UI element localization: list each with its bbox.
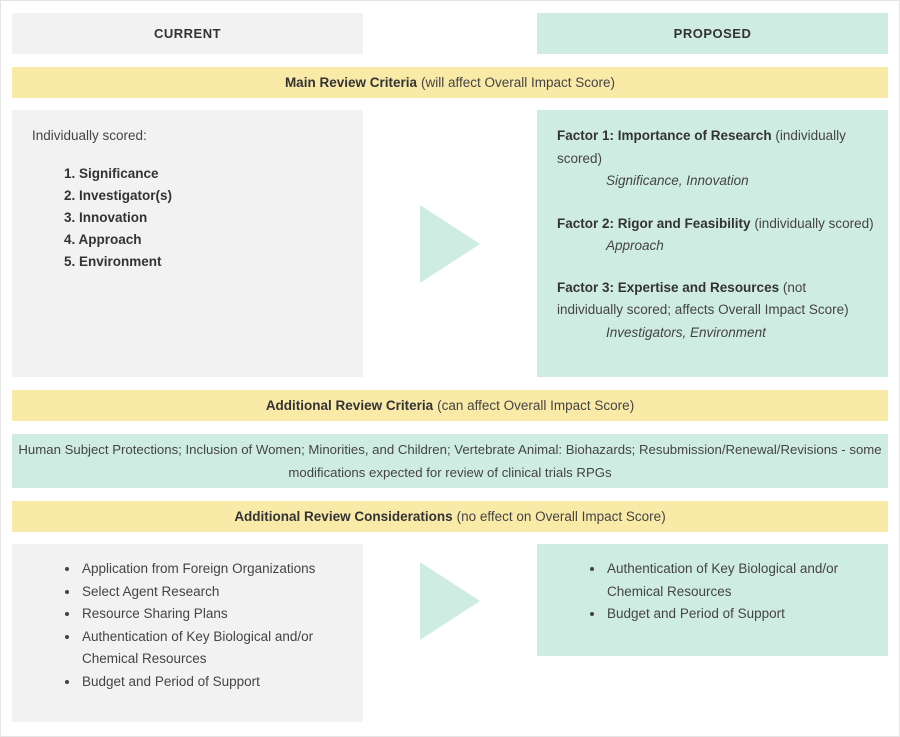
list-item: Resource Sharing Plans <box>80 603 323 626</box>
list-item: Authentication of Key Biological and/or … <box>80 626 323 671</box>
main-criteria-band: Main Review Criteria (will affect Overal… <box>12 67 888 98</box>
proposed-considerations-list: Authentication of Key Biological and/or … <box>587 558 848 626</box>
factor-3: Factor 3: Expertise and Resources (not i… <box>557 277 874 345</box>
factor-subcriteria: Investigators, Environment <box>606 324 766 340</box>
criterion-item: 5. Environment <box>64 253 162 269</box>
current-column-header: CURRENT <box>12 13 363 54</box>
factor-title: Factor 2: Rigor and Feasibility <box>557 215 751 231</box>
factor-title: Factor 3: Expertise and Resources <box>557 279 780 295</box>
main-criteria-title: Main Review Criteria <box>284 75 417 90</box>
additional-criteria-text: Human Subject Protections; Inclusion of … <box>18 442 882 480</box>
criterion-item: 1. Significance <box>64 165 159 181</box>
arrow-right-icon <box>420 562 480 640</box>
factor-title: Factor 1: Importance of Research <box>557 128 772 143</box>
individually-scored-label: Individually scored: <box>32 128 147 143</box>
additional-criteria-note: (can affect Overall Impact Score) <box>437 398 635 413</box>
list-item: Budget and Period of Support <box>80 671 323 694</box>
additional-considerations-title: Additional Review Considerations <box>234 509 453 524</box>
current-considerations-list: Application from Foreign Organizations S… <box>62 558 323 693</box>
list-item: Select Agent Research <box>80 581 323 604</box>
current-main-criteria-panel: Individually scored: 1. Significance 2. … <box>12 110 363 377</box>
proposed-considerations-panel: Authentication of Key Biological and/or … <box>537 544 888 656</box>
factor-2: Factor 2: Rigor and Feasibility (individ… <box>557 213 874 258</box>
additional-criteria-title: Additional Review Criteria <box>265 398 434 413</box>
factor-note: (not individually scored; affects Overal… <box>557 279 849 318</box>
list-item: Authentication of Key Biological and/or … <box>605 558 848 603</box>
current-criteria-list: 1. Significance 2. Investigator(s) 3. In… <box>64 163 363 273</box>
current-considerations-panel: Application from Foreign Organizations S… <box>12 544 363 722</box>
main-criteria-note: (will affect Overall Impact Score) <box>420 75 616 90</box>
factor-note: (individually scored) <box>754 215 874 231</box>
additional-criteria-band: Additional Review Criteria (can affect O… <box>12 390 888 421</box>
list-item: Application from Foreign Organizations <box>80 558 323 581</box>
additional-considerations-band: Additional Review Considerations (no eff… <box>12 501 888 532</box>
arrow-right-icon <box>420 205 480 283</box>
factor-note: (individually scored) <box>557 128 846 166</box>
factor-1: Factor 1: Importance of Research (indivi… <box>557 125 874 193</box>
proposed-column-header: PROPOSED <box>537 13 888 54</box>
proposed-main-criteria-panel: Factor 1: Importance of Research (indivi… <box>537 110 888 377</box>
factor-subcriteria: Significance, Innovation <box>606 173 749 188</box>
criterion-item: 4. Approach <box>64 231 142 247</box>
list-item: Budget and Period of Support <box>605 603 848 626</box>
criterion-item: 2. Investigator(s) <box>64 187 173 203</box>
additional-considerations-note: (no effect on Overall Impact Score) <box>456 509 666 524</box>
proposed-header-label: PROPOSED <box>673 26 752 41</box>
additional-criteria-body: Human Subject Protections; Inclusion of … <box>12 434 888 488</box>
criterion-item: 3. Innovation <box>64 209 148 225</box>
factor-subcriteria: Approach <box>606 238 664 253</box>
current-header-label: CURRENT <box>153 26 222 41</box>
